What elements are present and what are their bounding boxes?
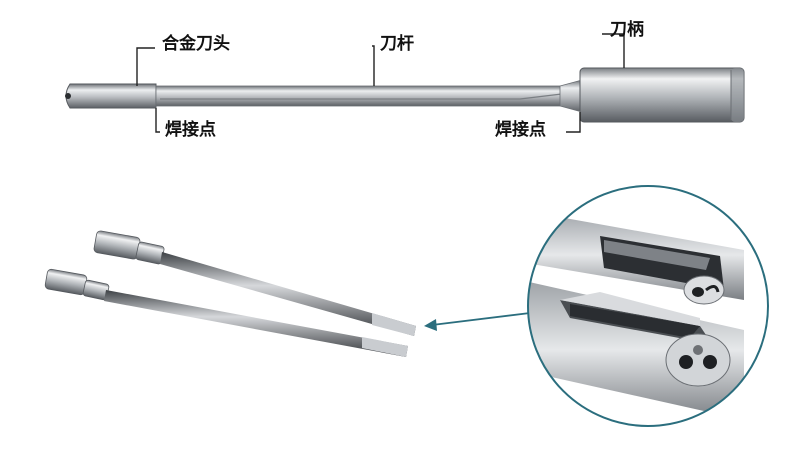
- flute-groove: [160, 92, 571, 100]
- label-weld-point-left: 焊接点: [165, 120, 216, 140]
- handle-body: [579, 67, 745, 123]
- leader-handle: [602, 33, 625, 68]
- leader-shank: [372, 45, 375, 86]
- label-shank: 刀杆: [380, 34, 414, 54]
- label-handle: 刀柄: [610, 20, 644, 40]
- zoom-circle-border: [527, 185, 769, 427]
- coolant-hole-icon: [65, 93, 71, 99]
- shank-transition: [559, 79, 583, 113]
- leader-weld-right: [566, 112, 581, 133]
- drill-photo-left: [44, 230, 416, 357]
- shank-body: [155, 85, 583, 107]
- leader-head: [136, 47, 155, 86]
- drill-lower: [44, 268, 408, 357]
- drill-upper: [93, 230, 416, 336]
- label-carbide-head: 合金刀头: [162, 34, 230, 54]
- drill-schematic: [65, 67, 745, 123]
- carbide-head: [65, 83, 157, 109]
- handle-end: [731, 68, 744, 122]
- zoom-detail: [527, 185, 769, 427]
- arrow-icon: [424, 312, 531, 331]
- leader-lines: [136, 33, 625, 133]
- label-weld-point-right: 焊接点: [495, 120, 546, 140]
- leader-weld-left: [155, 108, 160, 133]
